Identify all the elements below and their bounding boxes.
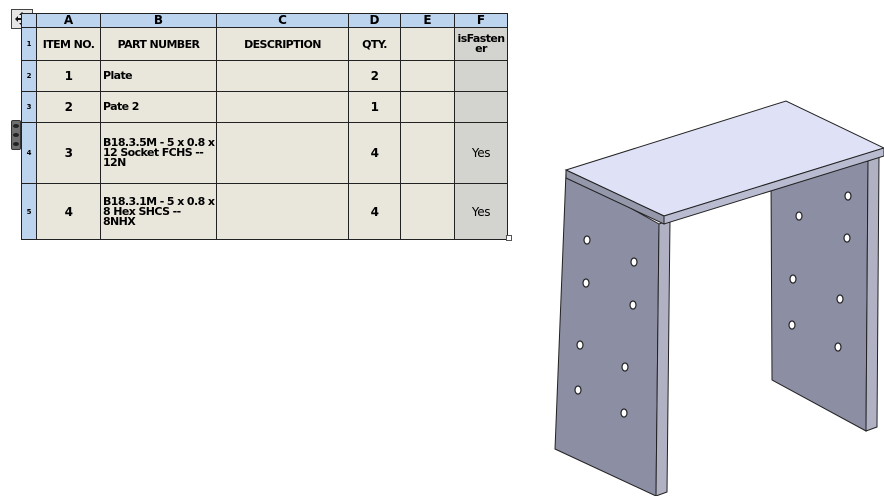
table-row: 3 2 Pate 2 1 bbox=[21, 91, 508, 123]
resize-handle-icon[interactable] bbox=[506, 235, 512, 241]
header-extra[interactable] bbox=[400, 27, 455, 61]
assembly-model-view[interactable] bbox=[548, 96, 884, 496]
table-row: 2 1 Plate 2 bbox=[21, 60, 508, 92]
left-leg-holes bbox=[574, 235, 638, 418]
extra-cell[interactable] bbox=[400, 183, 455, 240]
part-number-line: 8NHX bbox=[103, 214, 136, 228]
item-no-cell[interactable]: 3 bbox=[36, 122, 101, 184]
is-fastener-cell[interactable] bbox=[454, 60, 508, 92]
header-item-no[interactable]: ITEM NO. bbox=[36, 27, 101, 61]
left-leg-side-edge bbox=[655, 219, 671, 496]
header-qty[interactable]: QTY. bbox=[348, 27, 401, 61]
part-number-line: 8 Hex SHCS -- bbox=[103, 204, 181, 218]
description-cell[interactable] bbox=[216, 183, 349, 240]
header-part-number[interactable]: PART NUMBER bbox=[100, 27, 217, 61]
header-is-fastener-line: isFasten bbox=[457, 32, 506, 45]
header-is-fastener-line: er bbox=[475, 42, 487, 55]
table-row: 5 4 B18.3.1M - 5 x 0.8 x 8 Hex SHCS -- 8… bbox=[21, 183, 508, 240]
column-header-row: A B C D E F bbox=[21, 13, 508, 28]
qty-cell[interactable]: 2 bbox=[348, 60, 401, 92]
part-number-line: Pate 2 bbox=[103, 100, 139, 113]
column-letter-f[interactable]: F bbox=[454, 13, 508, 28]
is-fastener-cell[interactable]: Yes bbox=[454, 183, 508, 240]
part-number-cell[interactable]: Plate bbox=[100, 60, 217, 92]
qty-cell[interactable]: 1 bbox=[348, 91, 401, 123]
row-number[interactable]: 1 bbox=[21, 27, 37, 61]
left-leg-front-face bbox=[554, 171, 660, 496]
right-leg-holes bbox=[788, 191, 852, 352]
row-number[interactable]: 4 bbox=[21, 122, 37, 184]
right-leg-front-face bbox=[770, 160, 869, 432]
extra-cell[interactable] bbox=[400, 122, 455, 184]
column-letter-c[interactable]: C bbox=[216, 13, 349, 28]
corner-cell[interactable] bbox=[21, 13, 37, 28]
is-fastener-cell[interactable]: Yes bbox=[454, 122, 508, 184]
part-number-line: Plate bbox=[103, 69, 133, 82]
item-no-cell[interactable]: 2 bbox=[36, 91, 101, 123]
description-cell[interactable] bbox=[216, 122, 349, 184]
qty-cell[interactable]: 4 bbox=[348, 183, 401, 240]
part-number-line: 12 Socket FCHS -- bbox=[103, 146, 204, 159]
column-letter-a[interactable]: A bbox=[36, 13, 101, 28]
part-number-line: 12N bbox=[103, 156, 126, 169]
item-no-cell[interactable]: 1 bbox=[36, 60, 101, 92]
extra-cell[interactable] bbox=[400, 91, 455, 123]
row-grip-icon[interactable] bbox=[11, 120, 21, 150]
item-no-cell[interactable]: 4 bbox=[36, 183, 101, 240]
table-row: 4 3 B18.3.5M - 5 x 0.8 x 12 Socket FCHS … bbox=[21, 122, 508, 184]
is-fastener-cell[interactable] bbox=[454, 91, 508, 123]
part-number-line: B18.3.5M - 5 x 0.8 x bbox=[103, 136, 215, 149]
part-number-cell[interactable]: B18.3.5M - 5 x 0.8 x 12 Socket FCHS -- 1… bbox=[100, 122, 217, 184]
table-header-row: 1 ITEM NO. PART NUMBER DESCRIPTION QTY. … bbox=[21, 27, 508, 61]
bom-table: A B C D E F 1 ITEM NO. PART NUMBER DESCR… bbox=[21, 13, 508, 240]
description-cell[interactable] bbox=[216, 91, 349, 123]
part-number-cell[interactable]: B18.3.1M - 5 x 0.8 x 8 Hex SHCS -- 8NHX bbox=[100, 183, 217, 240]
column-letter-d[interactable]: D bbox=[348, 13, 401, 28]
column-letter-b[interactable]: B bbox=[100, 13, 217, 28]
right-leg-side-edge bbox=[865, 156, 880, 432]
row-number[interactable]: 3 bbox=[21, 91, 37, 123]
qty-cell[interactable]: 4 bbox=[348, 122, 401, 184]
part-number-cell[interactable]: Pate 2 bbox=[100, 91, 217, 123]
row-number[interactable]: 2 bbox=[21, 60, 37, 92]
header-is-fastener[interactable]: isFasten er bbox=[454, 27, 508, 61]
extra-cell[interactable] bbox=[400, 60, 455, 92]
top-plate-side-edge bbox=[663, 147, 884, 225]
row-number[interactable]: 5 bbox=[21, 183, 37, 240]
header-description[interactable]: DESCRIPTION bbox=[216, 27, 349, 61]
part-number-line: B18.3.1M - 5 x 0.8 x bbox=[103, 194, 215, 208]
column-letter-e[interactable]: E bbox=[400, 13, 455, 28]
description-cell[interactable] bbox=[216, 60, 349, 92]
